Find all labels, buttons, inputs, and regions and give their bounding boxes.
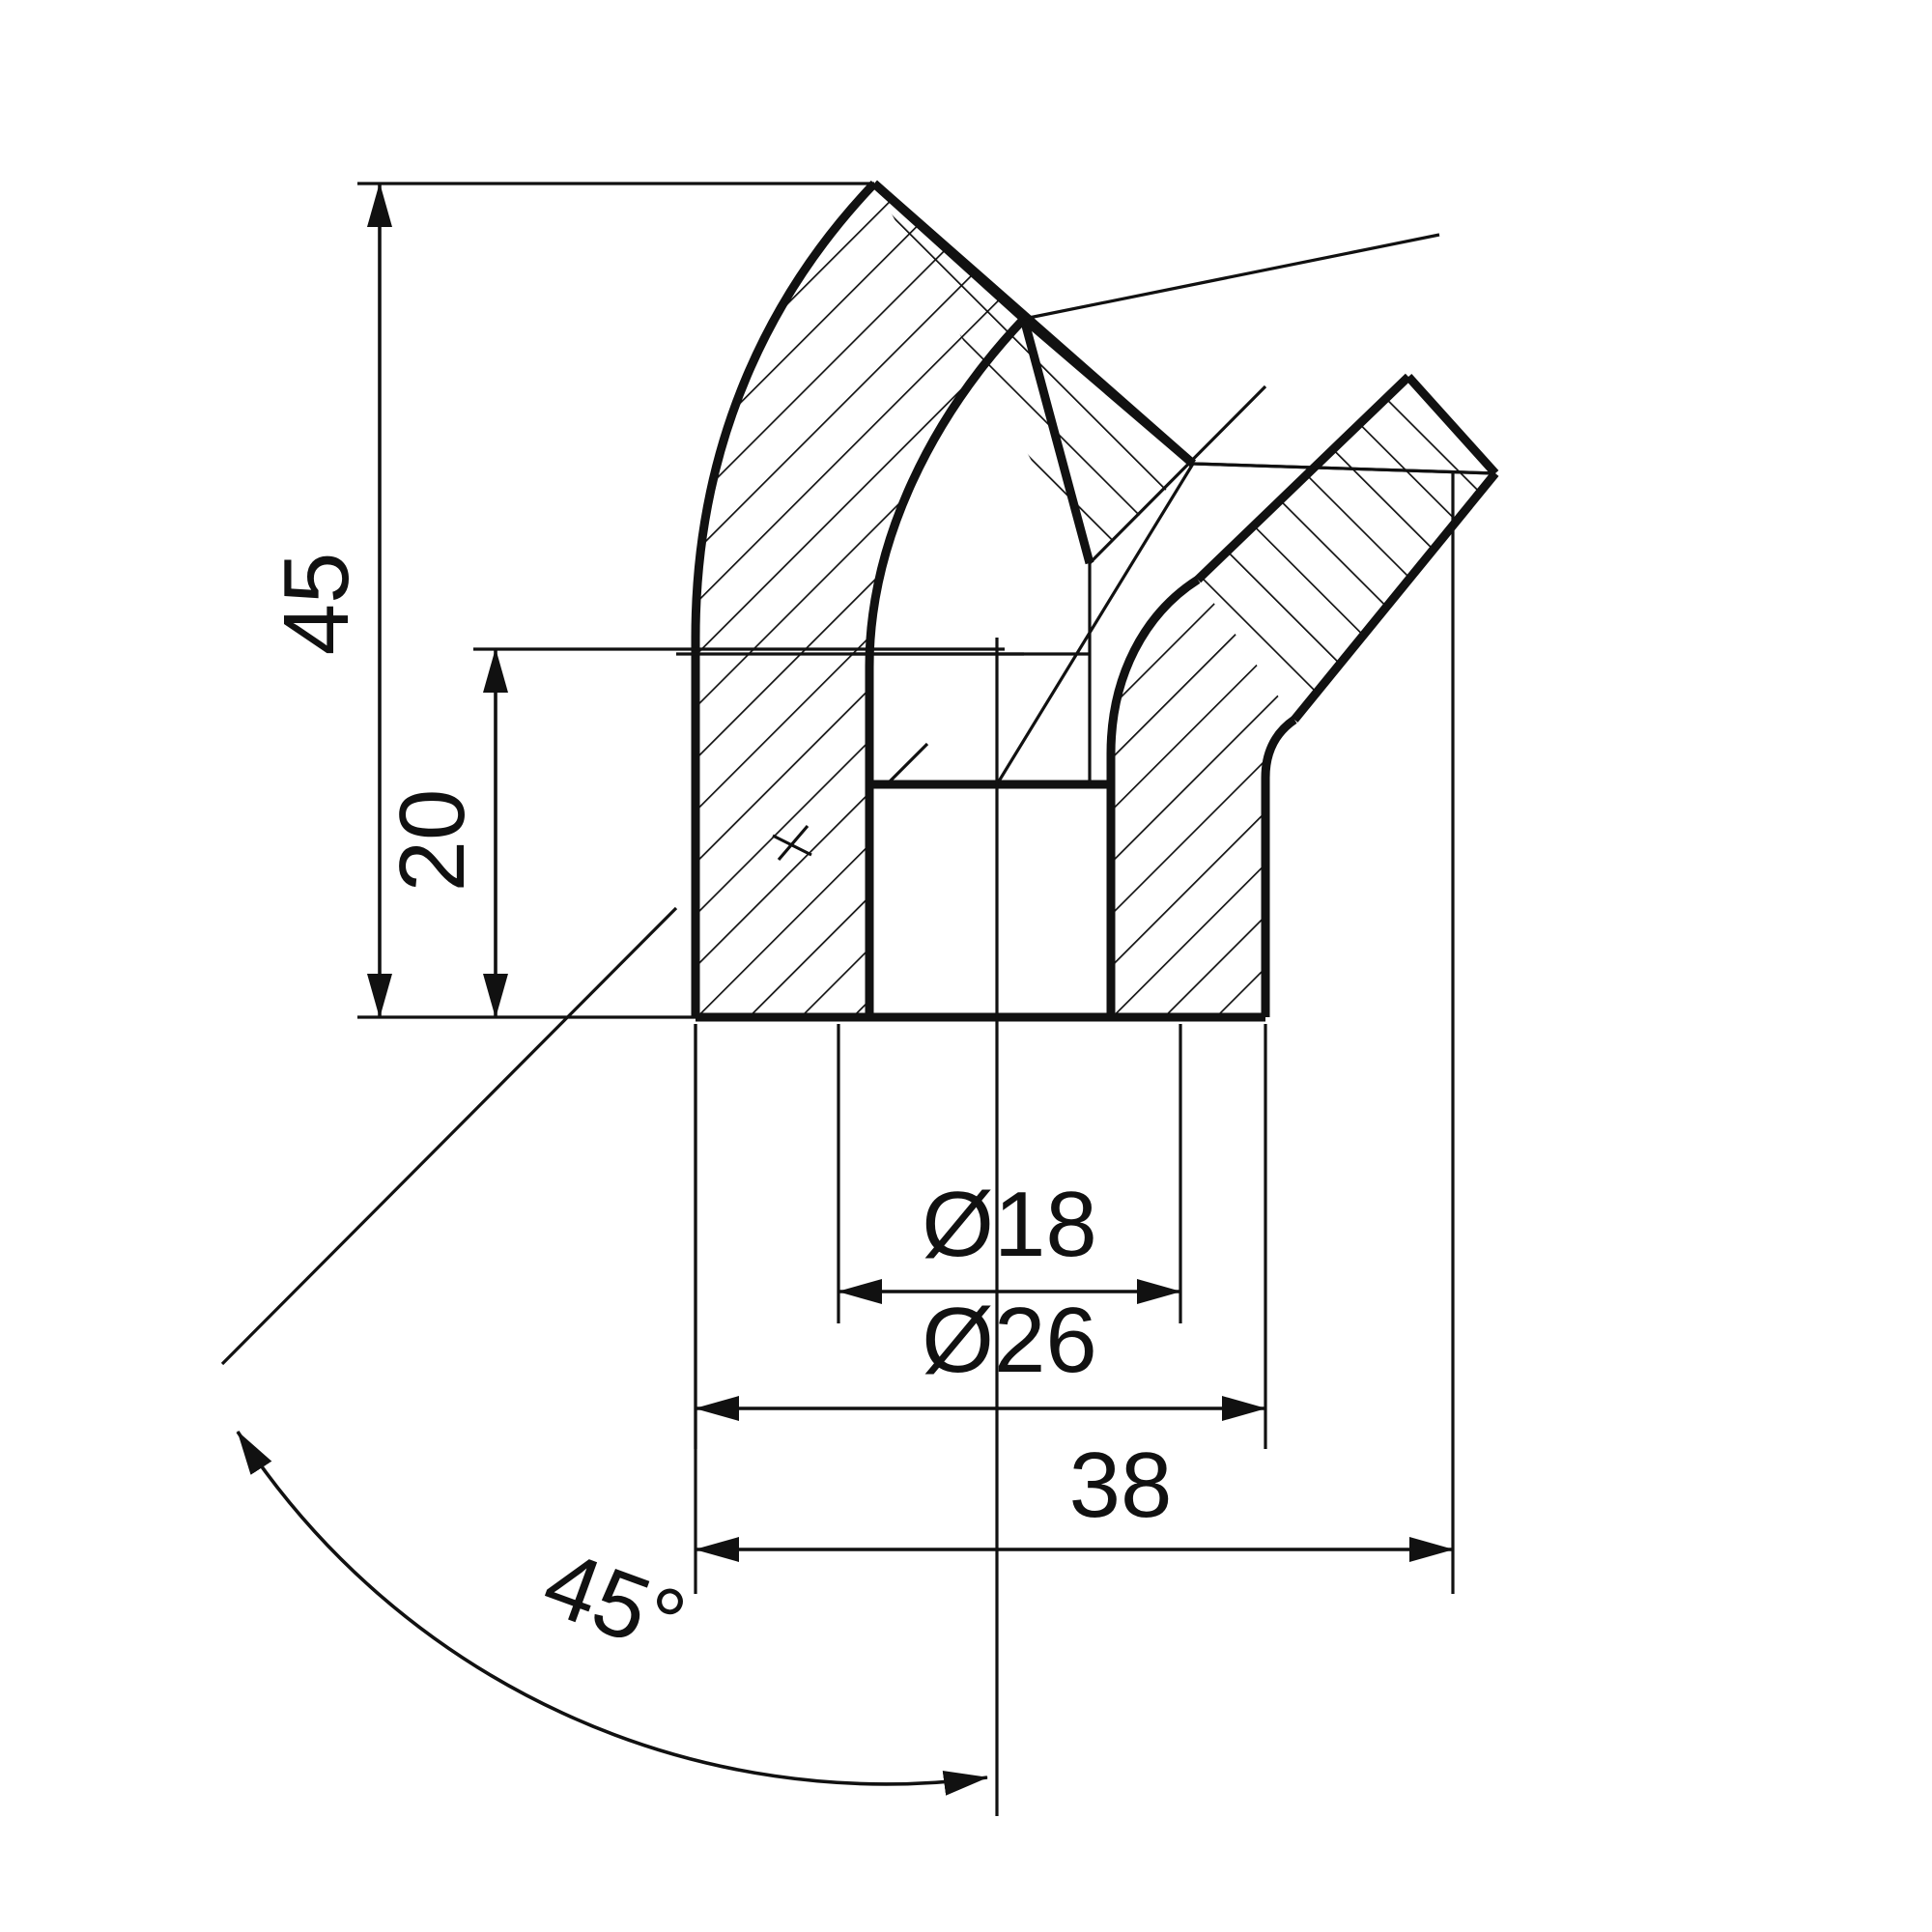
outer-wall-left-hatch-region [696, 184, 1024, 1017]
dimension-label-18: Ø18 [922, 1173, 1096, 1276]
angled-arm-outer-edge [1194, 373, 1412, 583]
centerlines-group [676, 638, 1024, 1816]
top-arm-inner-step [1021, 315, 1196, 468]
dimension-label-38: 38 [1069, 1434, 1173, 1537]
dimension-label-26: Ø26 [922, 1289, 1096, 1392]
bore-construction-diagonal-upper [1088, 384, 1267, 565]
angled-leg-outer-wall-hatch-region [1198, 377, 1495, 720]
top-socket-outer-wall-hatch-region [874, 184, 1193, 563]
top-socket-end-face [870, 180, 1028, 323]
outer-wall-right-hatch-region [1111, 580, 1294, 1017]
bore-tick-mark [882, 742, 929, 789]
part-body-group [691, 180, 1499, 1022]
dimension-bore-18: Ø18 [837, 1024, 1182, 1323]
angle-arc-45deg [236, 1431, 988, 1796]
wall-center-tick-left-2 [777, 824, 810, 862]
angled-arm-inner-edge [1291, 470, 1499, 723]
inner-contour-right-lower [1106, 576, 1201, 1017]
angled-arm-centerline-thin [1023, 233, 1440, 321]
dimension-height-20: 20 [381, 647, 1005, 1018]
dimension-label-20: 20 [381, 789, 484, 893]
outer-contour-right-lower [1261, 716, 1297, 1017]
dimension-height-45: 45 [265, 182, 874, 1019]
top-arm-axis-extension [1192, 462, 1496, 475]
dimension-label-45: 45 [265, 553, 368, 656]
inner-contour-left [865, 315, 1028, 1017]
angle-leader-line [220, 906, 678, 1366]
bore-construction-diagonal-lower [995, 463, 1195, 785]
dimension-outer-26: Ø26 [694, 1024, 1267, 1449]
angled-leg-top-inner-edge [1019, 317, 1094, 565]
angled-arm-end-face [1405, 373, 1499, 477]
outer-contour-left [691, 180, 878, 1017]
